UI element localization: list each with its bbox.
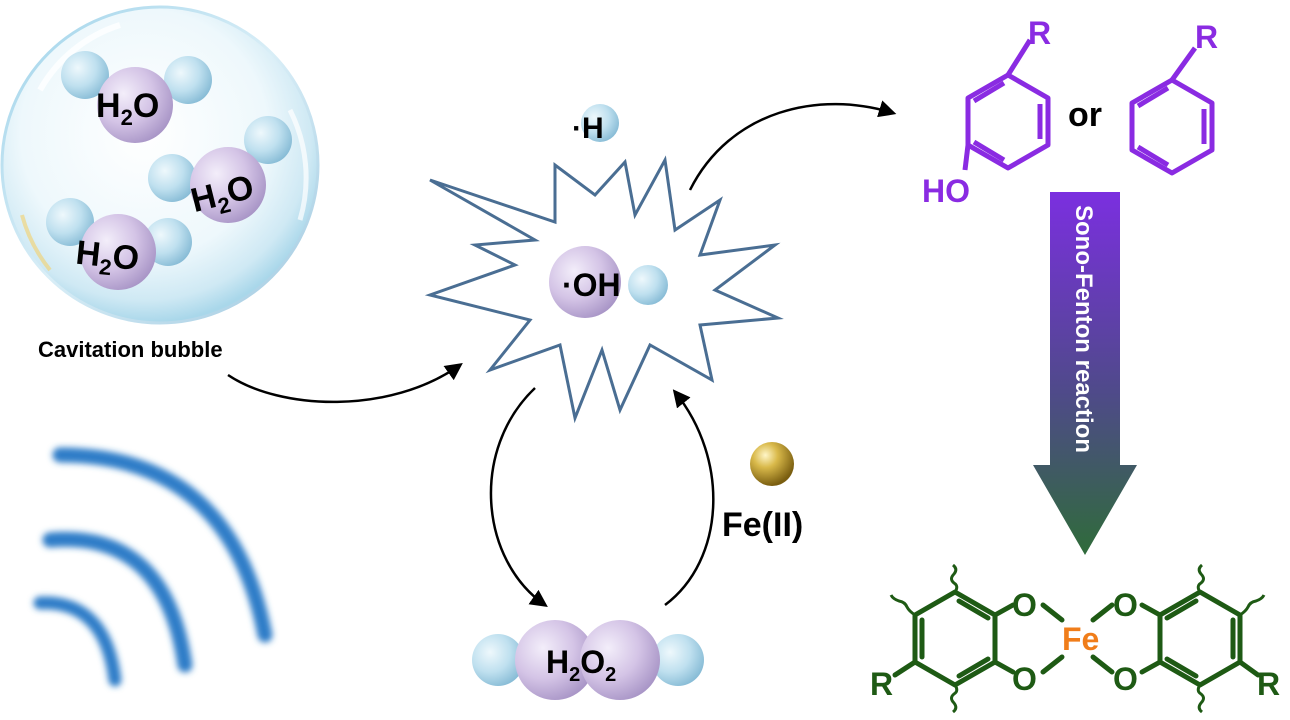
oh-radical: ·OH xyxy=(549,246,668,318)
benzene-structure xyxy=(1129,46,1215,176)
reaction-label: Sono-Fenton reaction xyxy=(1070,205,1097,453)
polymer-wavy-bonds xyxy=(889,563,1266,714)
catalyst-label: Fe(II) xyxy=(722,506,803,544)
oxygen-label-4: O xyxy=(1113,661,1138,697)
benzene-substituent: R xyxy=(1195,19,1218,55)
sono-fenton-arrow: Sono-Fenton reaction xyxy=(1033,192,1137,555)
oxygen-label-2: O xyxy=(1012,661,1037,697)
iron-center: Fe xyxy=(1062,621,1099,657)
arrow-peroxide-to-radical xyxy=(664,389,715,606)
complex-substituent-left: R xyxy=(870,666,893,702)
arrow-radical-to-substrate xyxy=(688,100,897,191)
phenol-substituent: R xyxy=(1028,15,1051,51)
ultrasound-waves xyxy=(33,447,273,687)
iron-ball-icon xyxy=(750,442,794,486)
phenol-structure xyxy=(962,38,1051,171)
water-molecule-1: H2O xyxy=(61,51,212,143)
svg-text:·H: ·H xyxy=(572,112,604,145)
water-label-1: H2O xyxy=(96,87,159,130)
arrow-bubble-to-radical xyxy=(227,362,463,404)
complex-substituent-right: R xyxy=(1257,666,1280,702)
arrow-radical-to-peroxide xyxy=(489,387,548,607)
svg-text:·OH: ·OH xyxy=(562,267,621,303)
connector-or: or xyxy=(1068,96,1102,134)
h-radical: ·H xyxy=(572,104,619,145)
oxygen-label-3: O xyxy=(1113,587,1138,623)
svg-text:H2O2: H2O2 xyxy=(546,644,616,686)
phenol-hydroxyl: HO xyxy=(922,173,970,209)
water-label-3: H2O xyxy=(74,234,141,283)
bubble-caption: Cavitation bubble xyxy=(38,337,223,362)
oxygen-label-1: O xyxy=(1012,587,1037,623)
hydrogen-peroxide: H2O2 xyxy=(472,620,704,700)
water-molecule-3: H2O xyxy=(46,198,192,290)
